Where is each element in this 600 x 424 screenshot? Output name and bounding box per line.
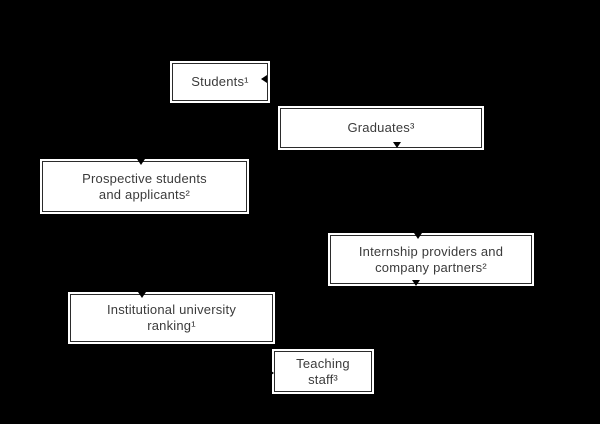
node-institutional-label-line2: ranking¹	[147, 318, 196, 333]
node-students-label: Students¹	[191, 74, 249, 89]
node-teaching-label-line2: staff³	[308, 371, 338, 387]
node-teaching-label-line1: Teaching	[296, 355, 350, 371]
node-prospective-students: Prospective students and applicants²	[42, 161, 247, 212]
node-internship-label-line2: company partners²	[375, 259, 487, 275]
internship-bottom-arrowhead-icon	[412, 280, 420, 286]
node-graduates: Graduates³	[280, 108, 482, 148]
node-prospective-label-line2: and applicants²	[98, 186, 191, 202]
node-internship-providers: Internship providers and company partner…	[330, 235, 532, 284]
institutional-top-arrowhead-icon	[138, 292, 146, 298]
teaching-left-arrowhead-icon	[268, 369, 274, 377]
node-teaching-staff: Teaching staff³	[274, 351, 372, 392]
node-graduates-label: Graduates³	[347, 120, 415, 135]
node-institutional-label-line1: Institutional university	[106, 302, 237, 317]
node-internship-label-line1: Internship providers and	[358, 243, 504, 259]
prospective-top-arrowhead-icon	[137, 159, 145, 165]
node-students: Students¹	[172, 63, 268, 101]
internship-top-arrowhead-icon	[414, 233, 422, 239]
node-institutional-ranking: Institutional university ranking¹	[70, 294, 273, 342]
node-prospective-label-line1: Prospective students	[82, 170, 207, 186]
students-right-arrowhead-icon	[261, 75, 267, 83]
graduates-bottom-arrowhead-icon	[393, 142, 401, 148]
